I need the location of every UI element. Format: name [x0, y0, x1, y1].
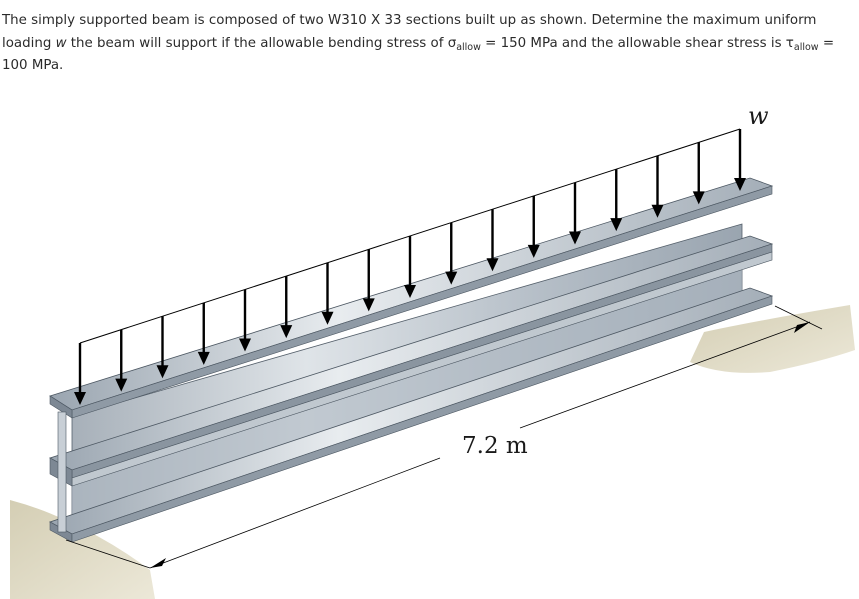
tau-value: = 100 MPa.: [2, 35, 835, 74]
left-support-ground: [10, 500, 155, 599]
beam-top-flange-end: [49, 395, 73, 419]
right-support-ground: [690, 305, 855, 373]
load-arrow-head: [280, 325, 293, 339]
load-arrow-head: [692, 191, 705, 205]
tau-subscript: allow: [793, 41, 819, 53]
load-arrow-head: [362, 298, 375, 312]
problem-mid: the beam will support if the allowable b…: [66, 35, 457, 51]
load-arrow-head: [569, 231, 581, 245]
span-label: 7.2 m: [462, 433, 528, 459]
load-arrow-head: [156, 365, 169, 379]
load-arrow-head: [445, 271, 458, 285]
sigma-subscript: allow: [456, 41, 481, 53]
load-arrow-head: [404, 285, 416, 298]
span-dimension: [65, 305, 823, 569]
load-arrow-head: [527, 244, 540, 258]
load-arrow-head: [610, 218, 623, 232]
load-arrow-head: [239, 338, 251, 352]
problem-intro: The simply supported beam is composed of…: [2, 13, 817, 51]
sigma-value: = 150 MPa and the allowable shear stress…: [480, 35, 794, 51]
load-arrow-head: [197, 351, 210, 365]
load-arrow-head: [74, 392, 86, 405]
load-arrow-head: [321, 311, 334, 325]
load-arrow-head: [486, 258, 499, 272]
beam-bottom-flange-face: [71, 295, 773, 543]
load-arrow-head: [651, 204, 664, 218]
load-symbol: w: [55, 35, 67, 51]
beam-figure: 7.2 m w: [10, 102, 855, 599]
load-arrow-head: [734, 178, 746, 191]
problem-statement: The simply supported beam is composed of…: [2, 10, 854, 78]
load-arrows: [74, 129, 746, 405]
load-arrow-head: [115, 378, 128, 392]
beam-end-web: [57, 411, 67, 533]
load-label: w: [748, 102, 769, 130]
